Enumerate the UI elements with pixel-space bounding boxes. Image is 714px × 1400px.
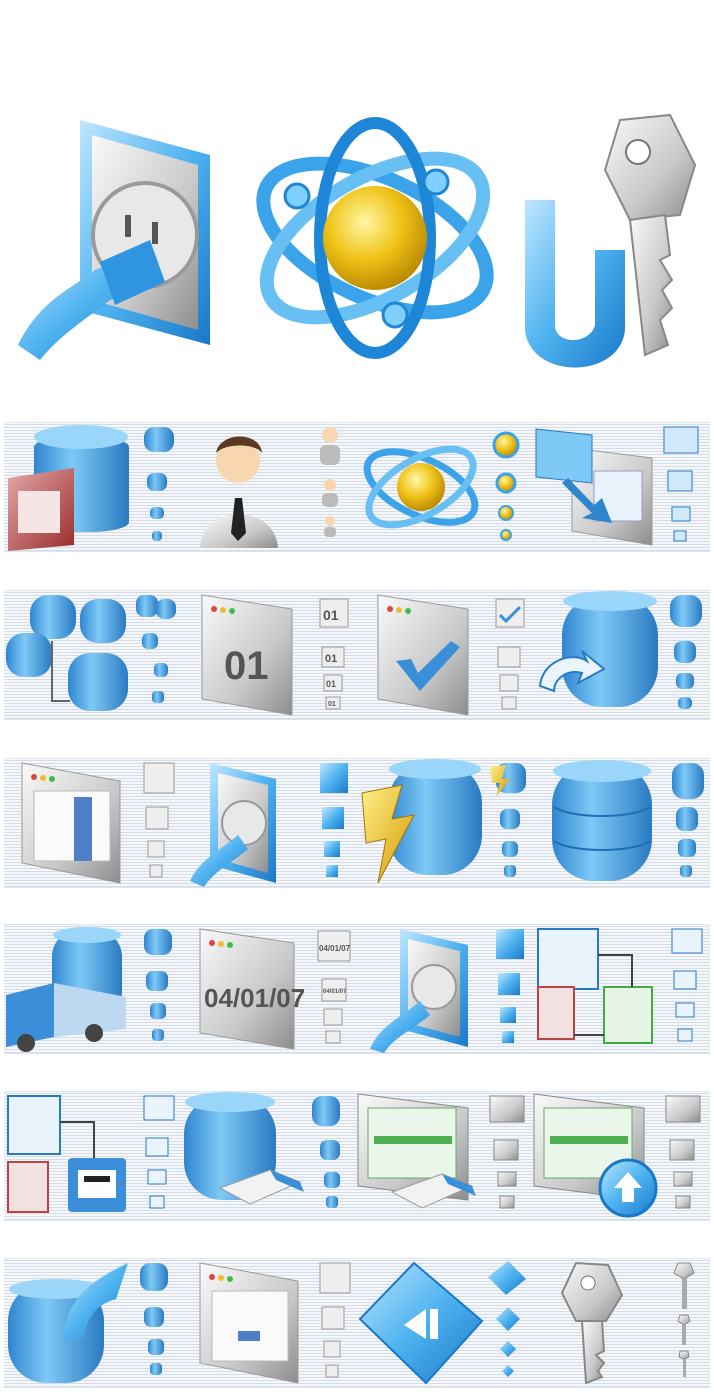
icon-cell [532, 1092, 708, 1220]
database-export-icon [8, 1263, 168, 1383]
atom-icon [363, 431, 520, 541]
key-icon [560, 1261, 695, 1385]
icon-row-6 [4, 1258, 710, 1388]
icon-cell: 04/01/07 04/01/07 04/01/07 [180, 925, 356, 1053]
media-back-button-icon [358, 1261, 526, 1385]
check-window-icon [377, 594, 525, 716]
icon-cell [180, 759, 356, 887]
icon-cell [532, 759, 708, 887]
icon-row-4: 04/01/07 04/01/07 04/01/07 [4, 924, 710, 1054]
icon-row-2: 01 01 01 01 01 [4, 590, 710, 720]
icon-cell [356, 925, 532, 1053]
data-import-window-icon [535, 426, 699, 546]
icon-cell [180, 1092, 356, 1220]
number-window-icon: 01 01 01 01 01 [201, 594, 349, 716]
plug-socket-icon [370, 929, 524, 1053]
database-access-icon [8, 425, 174, 551]
icon-cell [532, 591, 708, 719]
svg-text:01: 01 [325, 653, 337, 665]
hero-banner [0, 0, 714, 400]
svg-text:04/01/07: 04/01/07 [323, 989, 347, 995]
icon-cell [180, 1259, 356, 1387]
svg-text:01: 01 [328, 701, 336, 708]
icon-cell [4, 759, 180, 887]
table-window-icon [199, 1262, 351, 1384]
database-lightning-icon [361, 759, 526, 884]
table-relations-form-icon [7, 1095, 175, 1213]
table-relations-icon [537, 928, 703, 1044]
monitor-eraser-icon [357, 1093, 525, 1209]
icon-row-5 [4, 1091, 710, 1221]
plug-socket-icon [190, 763, 348, 887]
plug-socket-icon [18, 120, 210, 360]
database-icon [552, 760, 704, 881]
icon-cell: 01 01 01 01 01 [180, 591, 356, 719]
window-number-label: 01 [224, 644, 269, 688]
icon-cell [356, 759, 532, 887]
icon-row-3 [4, 758, 710, 888]
svg-text:04/01/07: 04/01/07 [319, 944, 351, 953]
icon-cell [4, 1259, 180, 1387]
svg-text:01: 01 [326, 679, 336, 689]
icon-cell [532, 1259, 708, 1387]
icon-row-1 [4, 422, 710, 552]
icon-cell [356, 1092, 532, 1220]
database-network-icon [6, 595, 176, 711]
icon-cell [532, 925, 708, 1053]
table-window-icon [21, 762, 175, 884]
database-refresh-icon [538, 591, 702, 709]
icon-cell [4, 1092, 180, 1220]
key-hook-icon [525, 113, 697, 368]
icon-cell [180, 423, 356, 551]
icon-cell [4, 925, 180, 1053]
icon-cell [356, 1259, 532, 1387]
icon-cell [4, 423, 180, 551]
monitor-upload-icon [533, 1093, 701, 1218]
svg-text:01: 01 [323, 607, 339, 623]
date-window-icon: 04/01/07 04/01/07 04/01/07 [199, 928, 351, 1050]
icon-cell [532, 423, 708, 551]
database-eraser-icon [184, 1092, 340, 1208]
icon-cell [356, 423, 532, 551]
user-icon [200, 427, 340, 548]
icon-cell [356, 591, 532, 719]
database-truck-icon [6, 927, 172, 1052]
window-date-label: 04/01/07 [204, 983, 305, 1013]
atom-icon [256, 117, 494, 359]
icon-cell [4, 591, 180, 719]
